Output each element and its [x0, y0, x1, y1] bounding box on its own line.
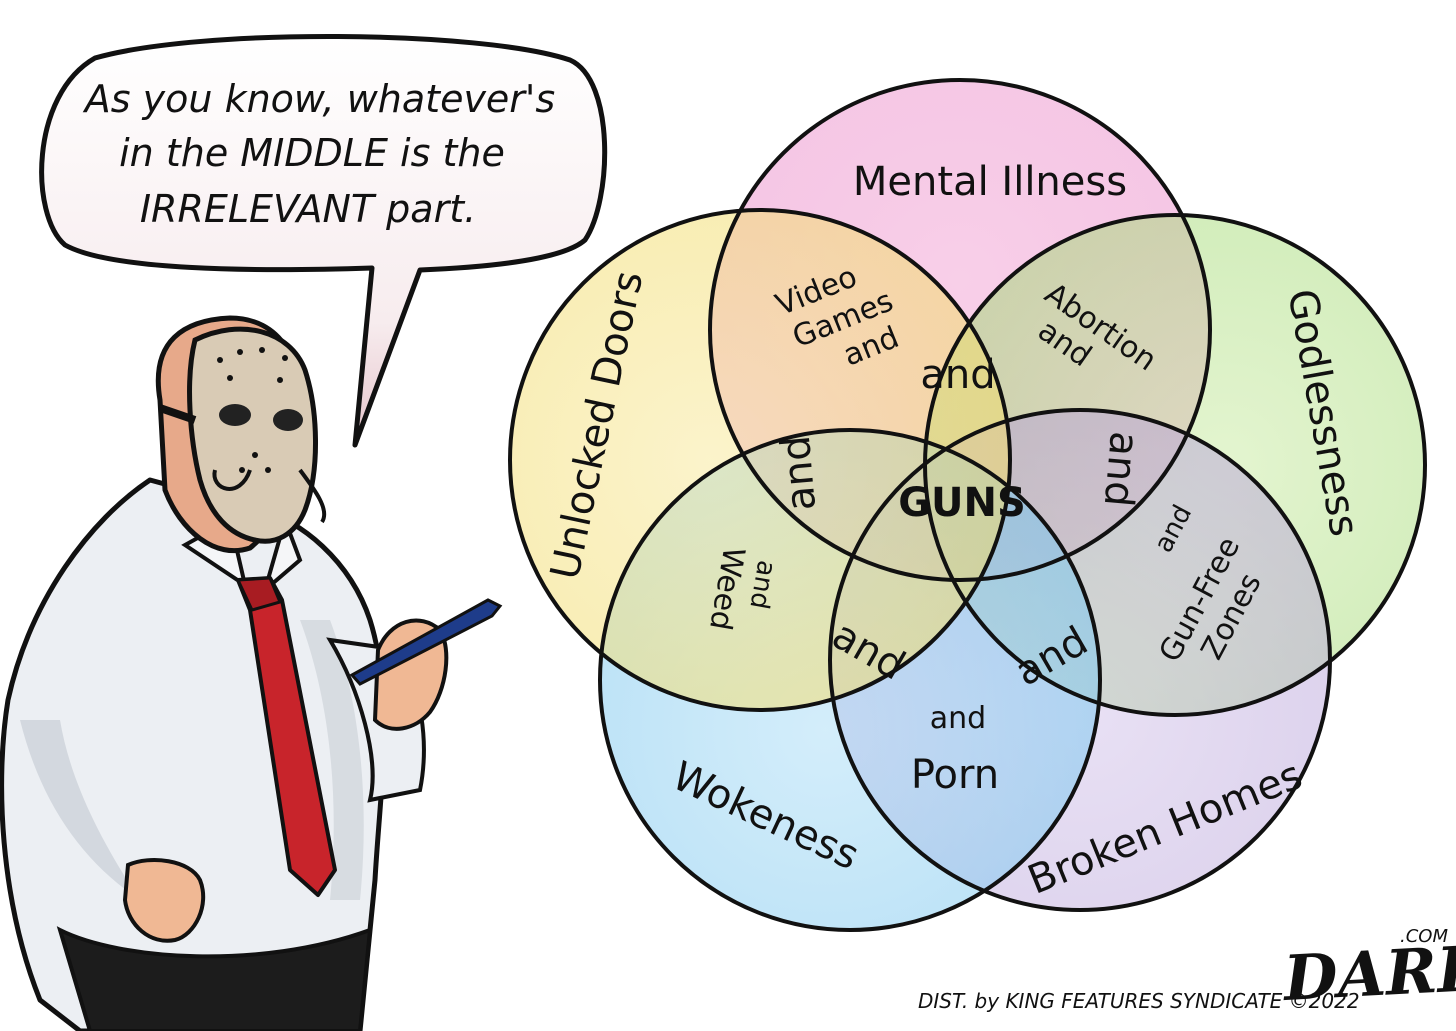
svg-text:and: and: [930, 701, 986, 736]
region-porn: and Porn: [911, 701, 999, 798]
speech-line-2: in the MIDDLE is the: [119, 131, 505, 175]
pants: [56, 926, 373, 1031]
and-right: and: [1095, 430, 1147, 509]
circle-unlocked-doors: [510, 210, 1010, 710]
signature-dotcom: .COM: [1400, 926, 1448, 947]
and-left: and: [773, 434, 825, 513]
left-hand: [122, 858, 206, 943]
speech-line-1: As you know, whatever's: [82, 77, 555, 121]
and-top: and: [920, 352, 995, 398]
center-guns: GUNS: [898, 480, 1026, 526]
distribution-credit: DIST. by KING FEATURES SYNDICATE ©2022: [918, 989, 1360, 1013]
mask-eye-left: [219, 404, 251, 426]
speech-bubble: As you know, whatever's in the MIDDLE is…: [39, 33, 608, 448]
mask-strap: [158, 404, 197, 424]
venn-diagram: Mental Illness Godlessness Broken Homes …: [508, 78, 1427, 932]
mask-eye-right: [273, 409, 303, 431]
credits: DIST. by KING FEATURES SYNDICATE ©2022 D…: [918, 917, 1456, 1015]
label-mental-illness: Mental Illness: [853, 159, 1127, 205]
venn-outlines: [508, 78, 1427, 932]
mask-holes: [217, 347, 288, 473]
speech-bubble-shape: [39, 33, 608, 448]
masked-man: [0, 315, 503, 1031]
svg-text:Porn: Porn: [911, 752, 999, 798]
shirt: [0, 477, 387, 1031]
marker-pen: [349, 598, 503, 686]
speech-line-3: IRRELEVANT part.: [140, 187, 476, 231]
